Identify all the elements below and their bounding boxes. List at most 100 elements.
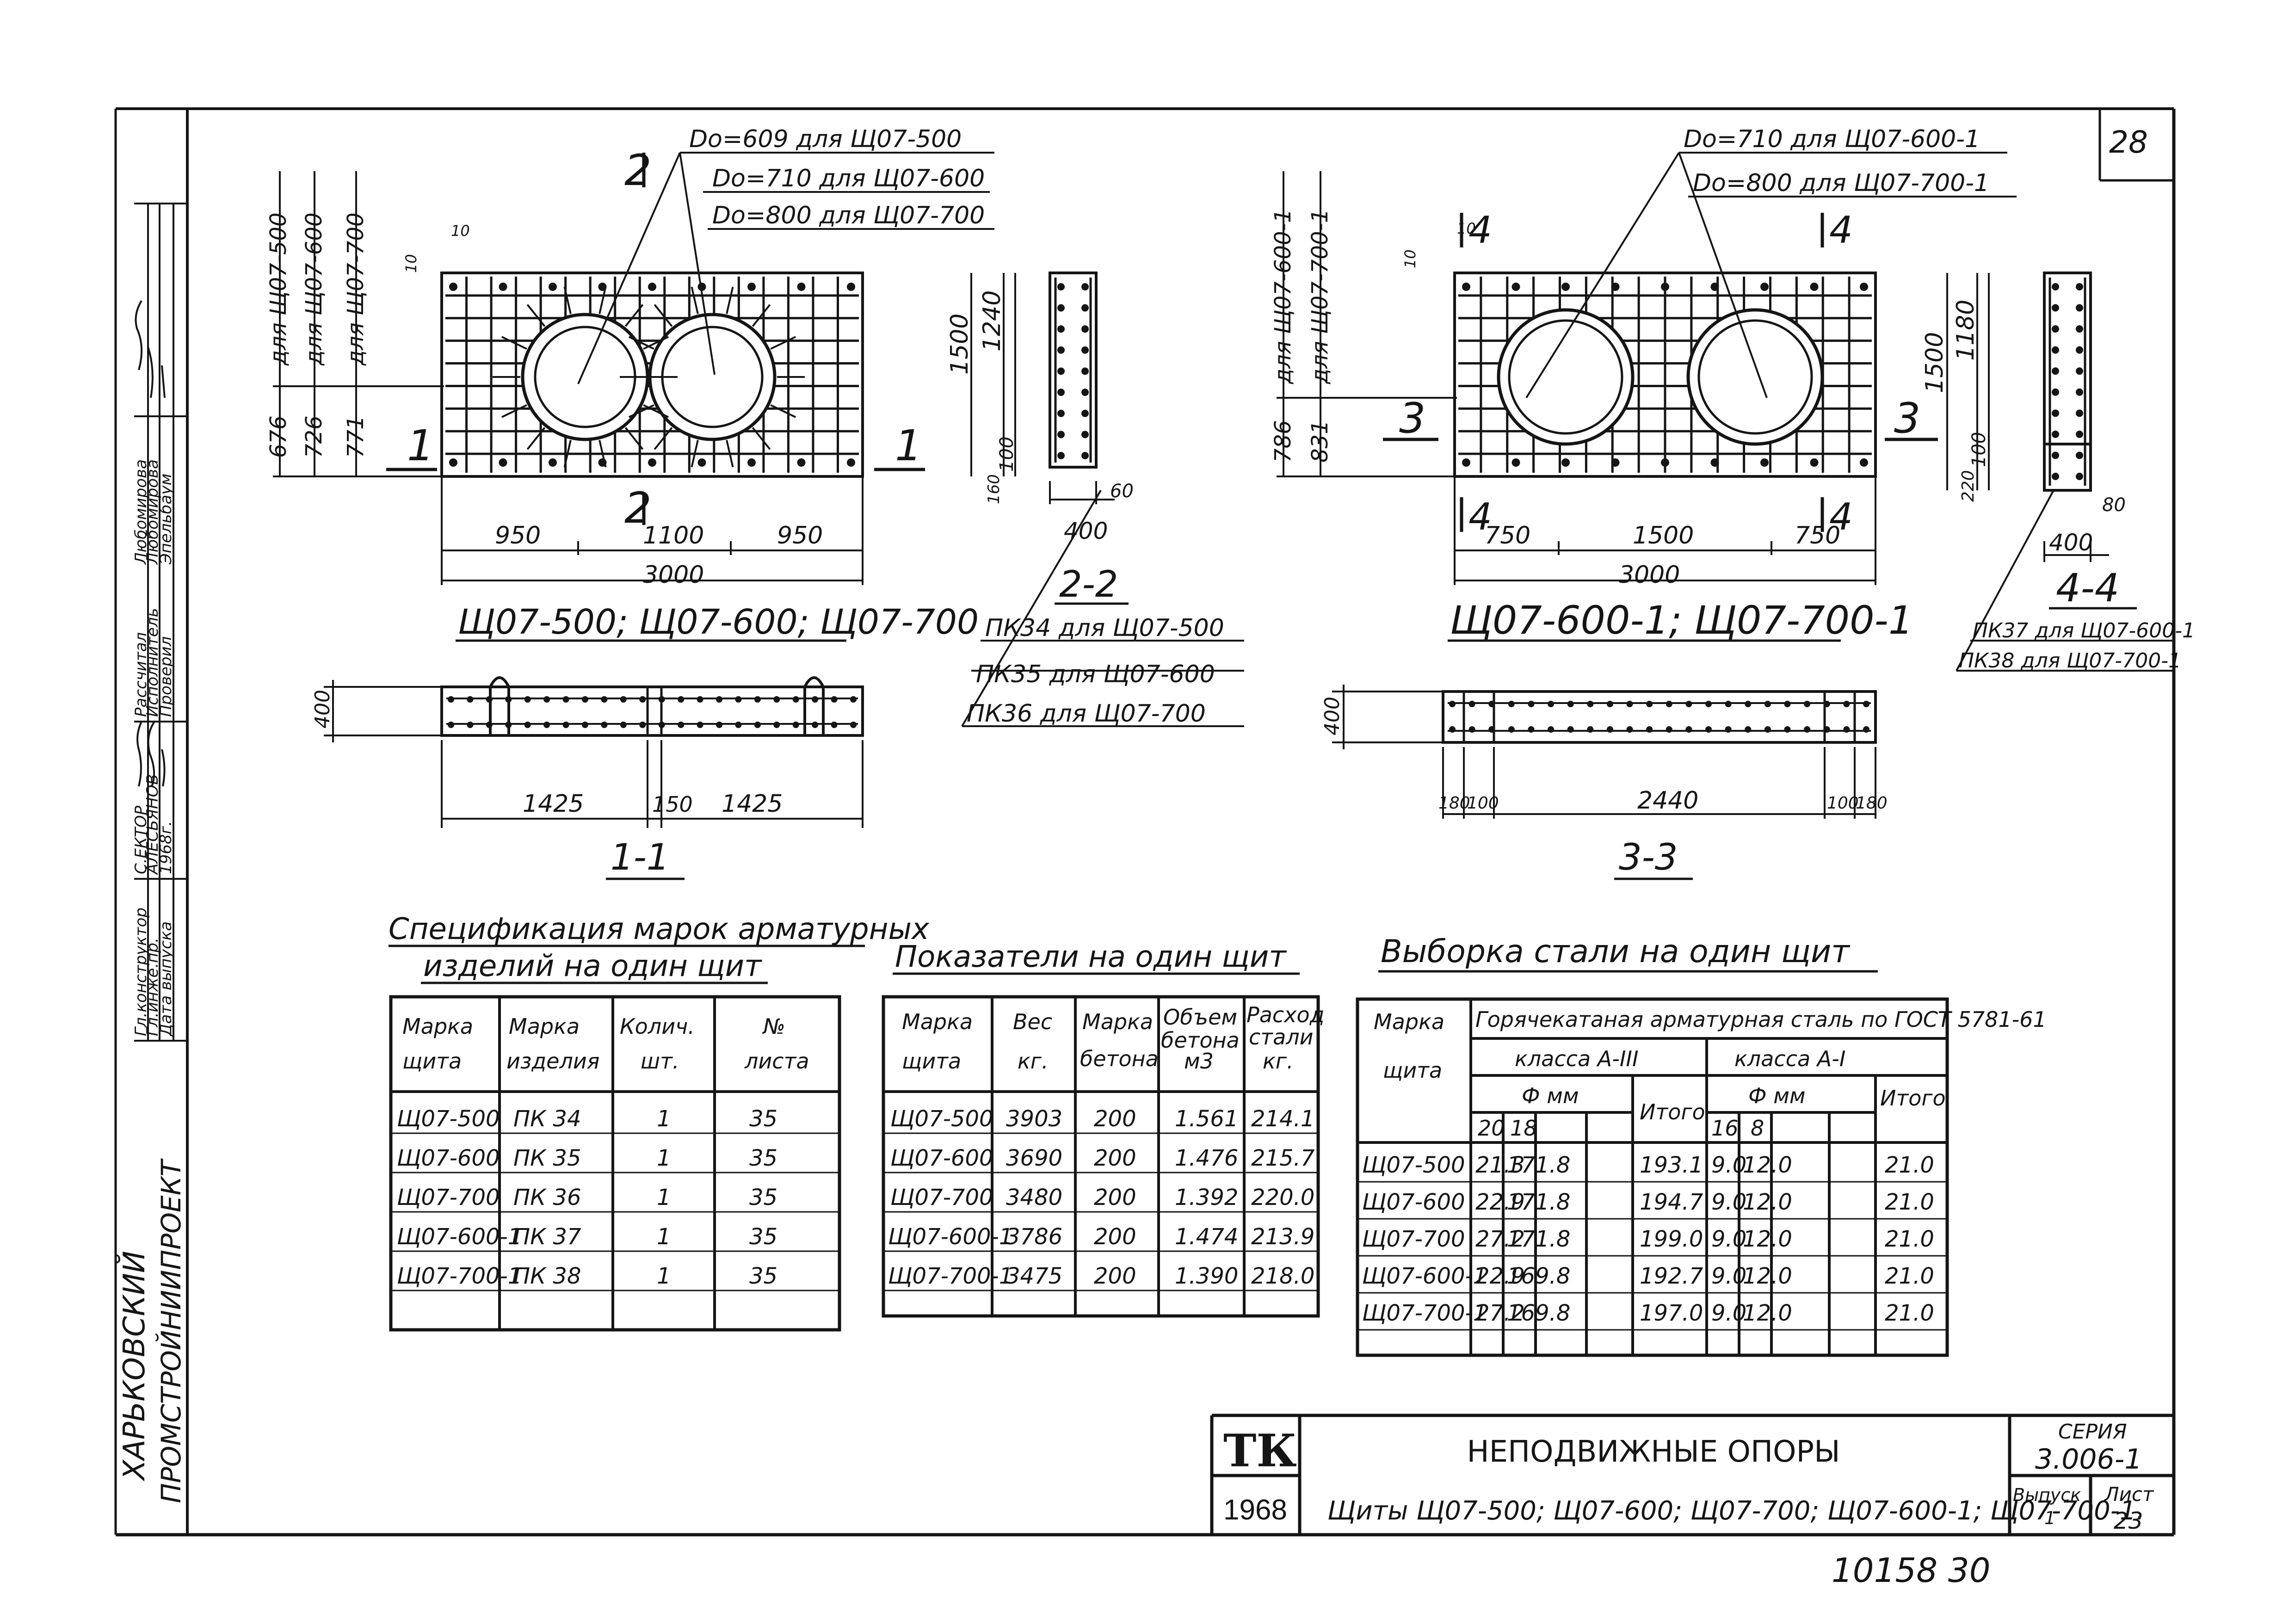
section-mark-1-left: 1	[407, 421, 434, 470]
dim-3000-2: 3000	[1619, 561, 1680, 589]
panel-plan-2	[1453, 272, 1877, 478]
ind-cell: Щ07-500	[890, 1106, 993, 1132]
rebar-dot	[1745, 701, 1752, 707]
dim-750-right: 750	[1795, 522, 1840, 550]
spec-cell: 35	[749, 1263, 777, 1289]
section-mark-4-bottom-left: 4	[1468, 495, 1492, 538]
steel-cell: 27.2	[1475, 1300, 1525, 1326]
spec-cell: 1	[657, 1185, 671, 1210]
rebar-dot	[1784, 726, 1791, 733]
rebar-dot	[1661, 283, 1669, 291]
steel-h-dia-2: Ф мм	[1748, 1083, 1806, 1108]
section-mark-4-bottom-right: 4	[1829, 495, 1853, 538]
ind-cell: 3690	[1006, 1145, 1062, 1171]
rebar-dot	[1488, 701, 1495, 707]
ind-cell: 1.390	[1175, 1263, 1238, 1289]
rebar-dot	[1860, 283, 1868, 291]
rebar-dot	[831, 722, 838, 728]
steel-h-d16: 16	[1711, 1116, 1739, 1141]
rebar-dot	[847, 458, 855, 467]
ind-cell: Щ07-700	[890, 1185, 993, 1210]
rebar-dot	[1081, 409, 1089, 417]
ind-cell: 200	[1094, 1263, 1136, 1289]
rebar-dot	[505, 696, 512, 703]
ind-cell: Щ07-600-1	[888, 1224, 1013, 1250]
radial-bar	[598, 440, 607, 468]
rebar-dot	[847, 283, 855, 291]
steel-h-main: Горячекатаная арматурная сталь по ГОСТ 5…	[1475, 1007, 2047, 1032]
rebar-dot	[2076, 473, 2083, 480]
steel-cell: 193.1	[1640, 1152, 1703, 1178]
steel-cell: 12.0	[1743, 1263, 1792, 1289]
spec-cell: 1	[657, 1145, 671, 1171]
rebar-dot	[1804, 726, 1811, 733]
rebar-dot	[486, 696, 493, 703]
rebar-dot	[1626, 701, 1633, 707]
rebar-dot	[792, 696, 799, 703]
ind-cell: 3475	[1006, 1263, 1062, 1289]
ind-h-volume-2: бетона	[1161, 1028, 1240, 1053]
dim-10-1b: 10	[402, 254, 420, 273]
rebar-dot	[697, 458, 706, 467]
rebar-dot	[658, 696, 665, 703]
spec-h-mark-2: щита	[402, 1049, 462, 1074]
rebar-dot	[1462, 458, 1470, 467]
ind-cell: 218.0	[1251, 1263, 1314, 1289]
vlabel-500: для Щ07-500	[265, 212, 291, 366]
title-block	[1210, 1414, 2174, 1535]
rebar-dot	[1057, 409, 1065, 417]
section-2-2	[970, 272, 1115, 504]
rebar-dot	[1488, 726, 1495, 733]
rebar-dot	[1548, 701, 1555, 707]
rebar-dot	[1587, 726, 1594, 733]
section-3-3	[1332, 685, 1877, 819]
s44-note-2: ПК38 для Щ07-700-1	[1959, 649, 2181, 673]
rebar-dot	[1810, 458, 1819, 467]
ind-cell: Щ07-600	[890, 1145, 993, 1171]
rebar-dot	[1057, 304, 1065, 312]
rebar-dot	[2076, 346, 2083, 354]
rebar-dot	[1081, 346, 1089, 354]
spec-h-sheet-2: листа	[744, 1049, 809, 1074]
rebar-dot	[1705, 726, 1712, 733]
section-mark-3-left: 3	[1399, 394, 1425, 443]
steel-h-total-1: Итого	[1640, 1099, 1705, 1124]
rebar-dot	[1760, 283, 1769, 291]
section-4-4-leader	[1956, 490, 2174, 672]
ind-h-concrete-1: Марка	[1082, 1009, 1153, 1034]
spec-cell: Щ07-700-1	[397, 1263, 522, 1289]
spec-cell: ПК 35	[513, 1145, 581, 1171]
rebar-dot	[754, 696, 761, 703]
radial-bar	[526, 304, 546, 327]
section-mark-2-top: 2	[624, 146, 652, 195]
rebar-dot	[648, 283, 656, 291]
steel-cell: 12.0	[1743, 1189, 1792, 1215]
caption-drawing-1: Щ07-500; Щ07-600; Щ07-700	[458, 602, 979, 642]
vdim-676: 676	[265, 415, 291, 458]
rebar-dot	[486, 722, 493, 728]
title-block-year: 1968	[1223, 1494, 1287, 1526]
radial-bar	[563, 286, 572, 314]
rebar-dot	[1863, 701, 1869, 707]
rebar-dot	[2076, 388, 2083, 396]
rebar-dot	[2052, 367, 2059, 375]
section-3-3-bars	[1449, 701, 1869, 733]
steel-cell: 169.8	[1507, 1300, 1570, 1326]
rebar-dot	[505, 722, 512, 728]
strip-role-5: Исполнитель	[143, 608, 162, 717]
rebar-dot	[448, 722, 454, 728]
rebar-dot	[1626, 726, 1633, 733]
rebar-dot	[2052, 451, 2059, 459]
rebar-dot	[1528, 701, 1535, 707]
rebar-dot	[831, 696, 838, 703]
rebar-dot	[1081, 304, 1089, 312]
rebar-dot	[1508, 701, 1515, 707]
rebar-dot	[449, 458, 457, 467]
rebar-dot	[1611, 283, 1620, 291]
steel-h-mark-2: щита	[1383, 1058, 1442, 1083]
ind-h-steel-3: кг.	[1263, 1049, 1294, 1074]
rebar-dot	[773, 722, 780, 728]
dim-950-left: 950	[495, 522, 541, 550]
